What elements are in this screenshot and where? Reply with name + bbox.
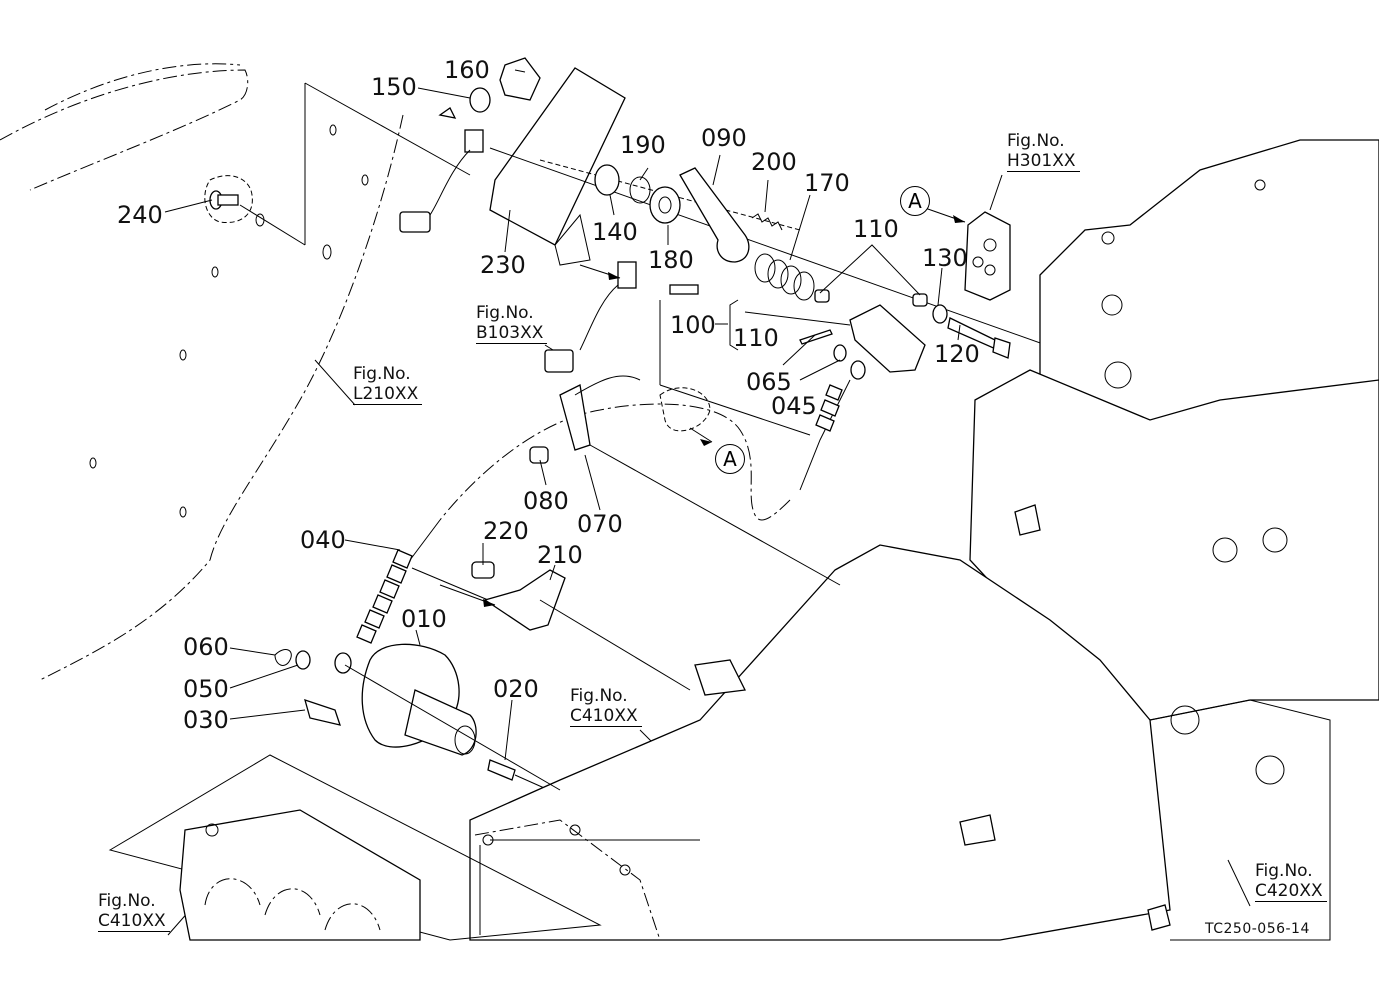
fig-ref-prefix: Fig.No. bbox=[1255, 861, 1313, 881]
callout-230: 230 bbox=[480, 251, 526, 279]
callout-010: 010 bbox=[401, 605, 447, 633]
callout-240: 240 bbox=[117, 201, 163, 229]
collar-110b bbox=[912, 293, 928, 307]
spring-200 bbox=[751, 213, 783, 231]
spring-170 bbox=[754, 253, 815, 301]
fig-ref-h301xx[interactable]: Fig.No. H301XX bbox=[1007, 131, 1080, 172]
fig-ref-c410xx-lower-left[interactable]: Fig.No. C410XX bbox=[98, 891, 170, 932]
fig-ref-prefix: Fig.No. bbox=[1007, 131, 1065, 151]
fender-outline bbox=[0, 63, 471, 681]
callout-110-upper: 110 bbox=[853, 215, 899, 243]
callout-190: 190 bbox=[620, 131, 666, 159]
pedal-bracket-230 bbox=[438, 67, 626, 266]
callout-140: 140 bbox=[592, 218, 638, 246]
bolt-080 bbox=[529, 446, 549, 464]
fig-ref-l210xx[interactable]: Fig.No. L210XX bbox=[353, 364, 423, 405]
washer-180 bbox=[649, 186, 681, 224]
fig-ref-code: L210XX bbox=[353, 384, 423, 405]
callout-110-lower: 110 bbox=[733, 324, 779, 352]
callout-170: 170 bbox=[804, 169, 850, 197]
bushing-150 bbox=[469, 87, 491, 113]
fig-ref-code: B103XX bbox=[476, 323, 548, 344]
fig-ref-prefix: Fig.No. bbox=[476, 303, 534, 323]
callout-120: 120 bbox=[934, 340, 980, 368]
callout-080: 080 bbox=[523, 487, 569, 515]
bolt-120 bbox=[947, 317, 1011, 359]
assembly-axis bbox=[489, 147, 1061, 351]
pin-020 bbox=[487, 759, 516, 781]
fig-ref-c420xx[interactable]: Fig.No. C420XX bbox=[1255, 861, 1327, 902]
fig-ref-prefix: Fig.No. bbox=[570, 686, 628, 706]
cable-lower-040 bbox=[334, 519, 501, 674]
bracket-210 bbox=[483, 569, 566, 631]
callout-065: 065 bbox=[746, 368, 792, 396]
fitting-030 bbox=[304, 698, 341, 726]
callout-180: 180 bbox=[648, 246, 694, 274]
callout-200: 200 bbox=[751, 148, 797, 176]
callout-130: 130 bbox=[922, 244, 968, 272]
callout-210: 210 bbox=[537, 541, 583, 569]
callout-045: 045 bbox=[771, 392, 817, 420]
fig-ref-prefix: Fig.No. bbox=[98, 891, 156, 911]
callout-040: 040 bbox=[300, 526, 346, 554]
switch-harness-upper bbox=[399, 129, 484, 233]
callout-160: 160 bbox=[444, 56, 490, 84]
cable-upper-boot bbox=[439, 360, 866, 521]
circlip-190 bbox=[629, 176, 651, 204]
washer-045 bbox=[833, 344, 847, 362]
callout-070: 070 bbox=[577, 510, 623, 538]
callout-030: 030 bbox=[183, 706, 229, 734]
switch-harness-lower bbox=[544, 261, 699, 373]
fig-ref-b103xx[interactable]: Fig.No. B103XX bbox=[476, 303, 548, 344]
callout-220: 220 bbox=[483, 517, 529, 545]
fig-ref-code: C410XX bbox=[98, 911, 170, 932]
pedal-pad-160 bbox=[499, 57, 541, 101]
leader-lines bbox=[164, 69, 1251, 936]
connection-marker-a-upper: A bbox=[900, 186, 930, 216]
callout-090: 090 bbox=[701, 124, 747, 152]
callout-050: 050 bbox=[183, 675, 229, 703]
callout-060: 060 bbox=[183, 633, 229, 661]
callout-100: 100 bbox=[670, 311, 716, 339]
connection-marker-a-lower: A bbox=[715, 444, 745, 474]
fig-ref-code: C410XX bbox=[570, 706, 642, 727]
transmission-housing bbox=[469, 139, 1379, 941]
washer-050 bbox=[295, 650, 311, 670]
clevis-100 bbox=[849, 304, 926, 373]
bolt-240 bbox=[204, 175, 306, 246]
lever-090 bbox=[679, 167, 750, 263]
fig-ref-prefix: Fig.No. bbox=[353, 364, 411, 384]
callout-020: 020 bbox=[493, 675, 539, 703]
fig-ref-code: C420XX bbox=[1255, 881, 1327, 902]
release-cylinder-010 bbox=[361, 643, 477, 756]
drawing-number: TC250-056-14 bbox=[1205, 921, 1310, 937]
nut-140 bbox=[594, 164, 620, 196]
fig-ref-code: H301XX bbox=[1007, 151, 1080, 172]
pin-065 bbox=[799, 329, 833, 345]
cam-plate bbox=[659, 387, 711, 432]
fig-ref-c410xx-center[interactable]: Fig.No. C410XX bbox=[570, 686, 642, 727]
arrows bbox=[439, 207, 966, 607]
callout-150: 150 bbox=[371, 73, 417, 101]
washer-130 bbox=[932, 304, 948, 324]
collar-110a bbox=[814, 289, 830, 303]
clip-060 bbox=[274, 649, 292, 666]
valve-block-h301 bbox=[964, 211, 1011, 301]
housing-c410-lower-left bbox=[108, 754, 602, 941]
